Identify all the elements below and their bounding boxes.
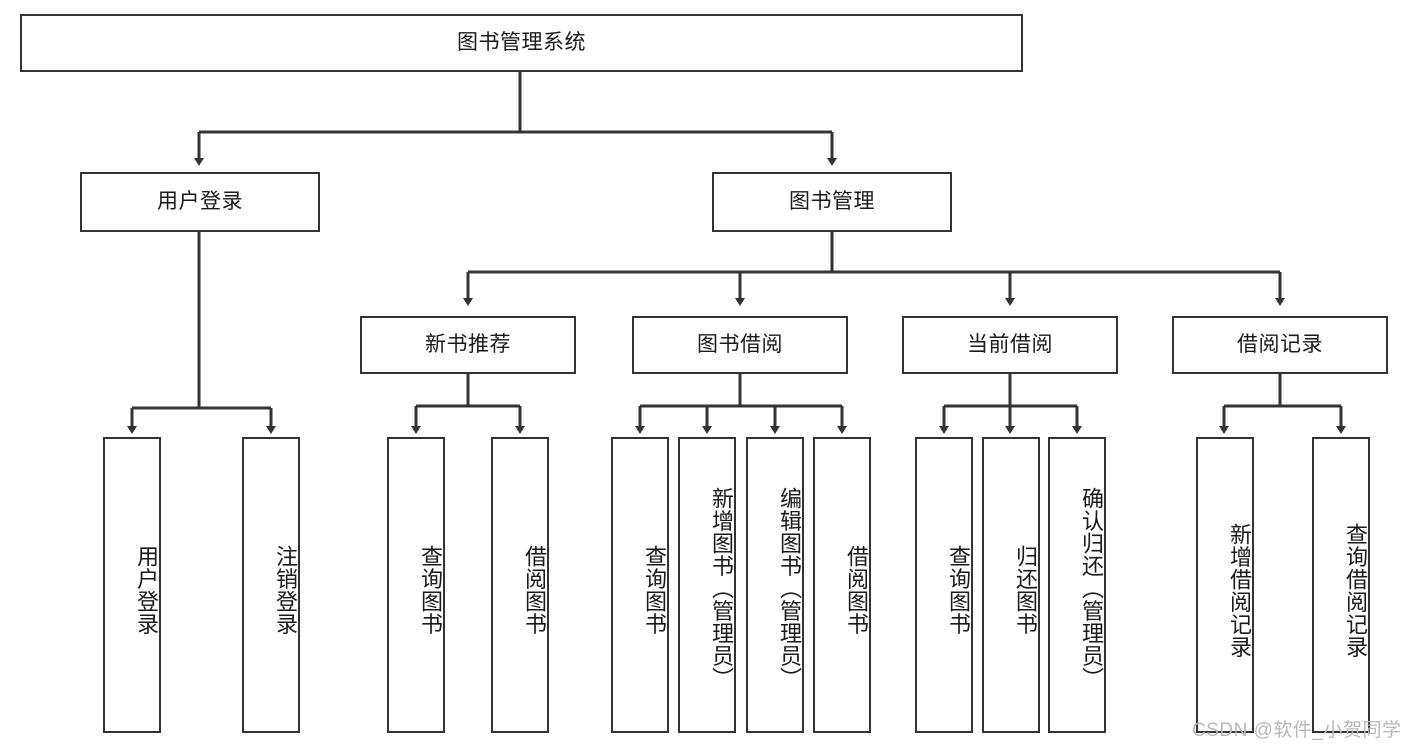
node-book-borrow-label: 图书借阅 (697, 333, 783, 357)
node-user-login[interactable]: 用户登录 (80, 172, 320, 232)
leaf-record-add-record[interactable]: 新增借阅记录 (1196, 437, 1254, 733)
leaf-current-query-book-label: 查询图书 (946, 545, 971, 635)
node-book-management-label: 图书管理 (789, 190, 875, 214)
node-root-label: 图书管理系统 (457, 31, 586, 55)
leaf-recommend-borrow-book[interactable]: 借阅图书 (491, 437, 549, 733)
leaf-recommend-query-book[interactable]: 查询图书 (387, 437, 445, 733)
leaf-user-login-login-label: 用户登录 (134, 545, 159, 635)
leaf-borrow-borrow-book-label: 借阅图书 (844, 545, 869, 635)
leaf-borrow-edit-book[interactable]: 编辑图书（管理员） (746, 437, 804, 733)
leaf-current-query-book[interactable]: 查询图书 (915, 437, 973, 733)
leaf-borrow-add-book[interactable]: 新增图书（管理员） (678, 437, 736, 733)
leaf-current-return-book-label: 归还图书 (1013, 545, 1038, 635)
leaf-borrow-edit-book-label: 编辑图书（管理员） (777, 486, 802, 690)
leaf-record-query-record-label: 查询借阅记录 (1343, 522, 1368, 658)
node-current-borrow-label: 当前借阅 (967, 333, 1053, 357)
leaf-recommend-query-book-label: 查询图书 (418, 545, 443, 635)
node-borrow-record[interactable]: 借阅记录 (1172, 316, 1388, 374)
csdn-watermark: CSDN @软件_小贺同学 (1192, 720, 1402, 741)
leaf-user-login-logout[interactable]: 注销登录 (242, 437, 300, 733)
leaf-current-confirm-return[interactable]: 确认归还（管理员） (1048, 437, 1106, 733)
node-new-book-recommend-label: 新书推荐 (425, 333, 511, 357)
node-borrow-record-label: 借阅记录 (1237, 333, 1323, 357)
node-new-book-recommend[interactable]: 新书推荐 (360, 316, 576, 374)
leaf-record-query-record[interactable]: 查询借阅记录 (1312, 437, 1370, 733)
node-book-borrow[interactable]: 图书借阅 (632, 316, 848, 374)
leaf-current-confirm-return-label: 确认归还（管理员） (1079, 486, 1104, 690)
leaf-borrow-add-book-label: 新增图书（管理员） (709, 486, 734, 690)
node-current-borrow[interactable]: 当前借阅 (902, 316, 1118, 374)
leaf-recommend-borrow-book-label: 借阅图书 (522, 545, 547, 635)
leaf-borrow-query-book-label: 查询图书 (642, 545, 667, 635)
node-root[interactable]: 图书管理系统 (20, 14, 1023, 72)
leaf-user-login-logout-label: 注销登录 (273, 545, 298, 635)
leaf-borrow-borrow-book[interactable]: 借阅图书 (813, 437, 871, 733)
leaf-borrow-query-book[interactable]: 查询图书 (611, 437, 669, 733)
leaf-user-login-login[interactable]: 用户登录 (103, 437, 161, 733)
node-user-login-label: 用户登录 (157, 190, 243, 214)
leaf-record-add-record-label: 新增借阅记录 (1227, 522, 1252, 658)
leaf-current-return-book[interactable]: 归还图书 (982, 437, 1040, 733)
node-book-management[interactable]: 图书管理 (712, 172, 952, 232)
